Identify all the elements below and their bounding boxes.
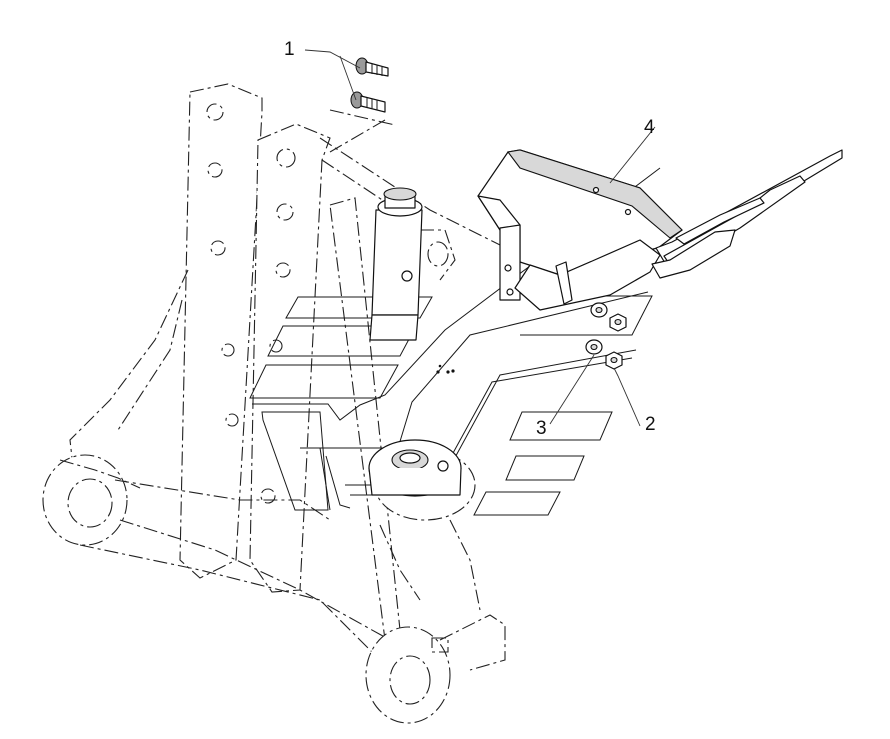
pedal-bracket [477,149,843,311]
cylinder-rod [369,187,423,341]
callout-4: 4 [644,117,655,138]
nut-set [605,313,627,370]
washer-set [585,302,608,355]
washer-upper [590,302,608,318]
bearing-ring [368,439,462,497]
bolt-upper [355,57,389,77]
callout-1: 1 [284,39,295,60]
guide-outlines [249,167,661,516]
bolt-pair [350,57,389,113]
washer-lower [585,339,603,355]
callout-3: 3 [536,418,547,439]
callout-2: 2 [645,414,656,435]
leader-lines [304,49,656,427]
detail-dots [436,364,455,374]
nut-upper [609,313,627,332]
bolt-lower [350,91,386,113]
callout-labels: 1 2 3 4 [284,39,656,439]
nut-lower [605,351,623,370]
